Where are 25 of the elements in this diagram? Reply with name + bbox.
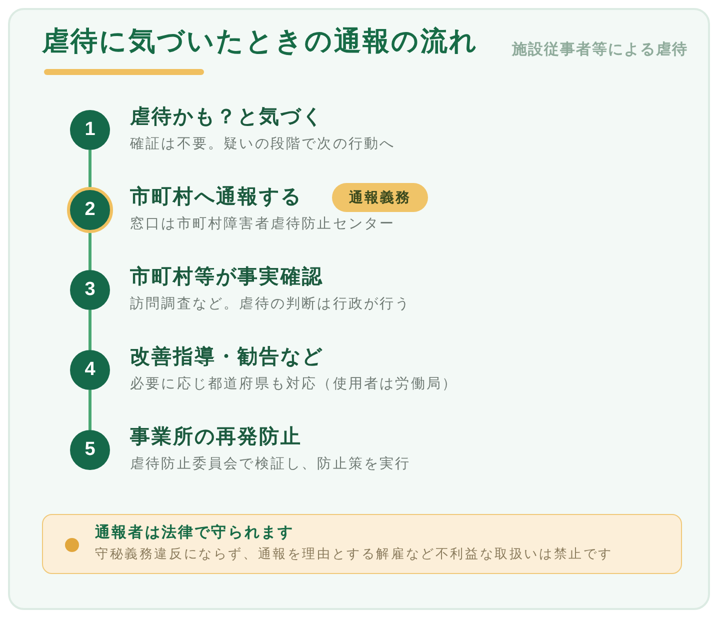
step-number-circle: 4 — [70, 350, 110, 390]
step-number-circle: 1 — [70, 110, 110, 150]
note-title: 通報者は法律で守られます — [95, 522, 294, 542]
step-description: 窓口は市町村障害者虐待防止センター — [130, 215, 396, 233]
diagram-title: 虐待に気づいたときの通報の流れ — [42, 25, 478, 59]
connector-line — [88, 390, 92, 430]
step-title: 虐待かも？と気づく — [130, 104, 324, 128]
step-title: 事業所の再発防止 — [130, 424, 302, 448]
note-text: 守秘義務違反にならず、通報を理由とする解雇など不利益な取扱いは禁止です — [95, 546, 613, 564]
step-title: 市町村へ通報する — [130, 184, 302, 208]
step-title: 改善指導・勧告など — [130, 344, 324, 368]
connector-line — [88, 233, 92, 270]
step-description: 必要に応じ都道府県も対応（使用者は労働局） — [130, 375, 458, 393]
connector-line — [88, 310, 92, 350]
step-number-circle: 2 — [67, 187, 113, 233]
connector-line — [88, 150, 92, 187]
step-title: 市町村等が事実確認 — [130, 264, 324, 288]
subtitle: 施設従事者等による虐待 — [512, 39, 688, 59]
step-description: 確証は不要。疑いの段階で次の行動へ — [130, 135, 396, 153]
step-number-circle: 3 — [70, 270, 110, 310]
tag-badge: 通報義務 — [332, 183, 428, 212]
step-description: 虐待防止委員会で検証し、防止策を実行 — [130, 455, 411, 473]
step-description: 訪問調査など。虐待の判断は行政が行う — [130, 295, 411, 313]
step-number-circle: 5 — [70, 430, 110, 470]
note-box — [42, 514, 682, 574]
